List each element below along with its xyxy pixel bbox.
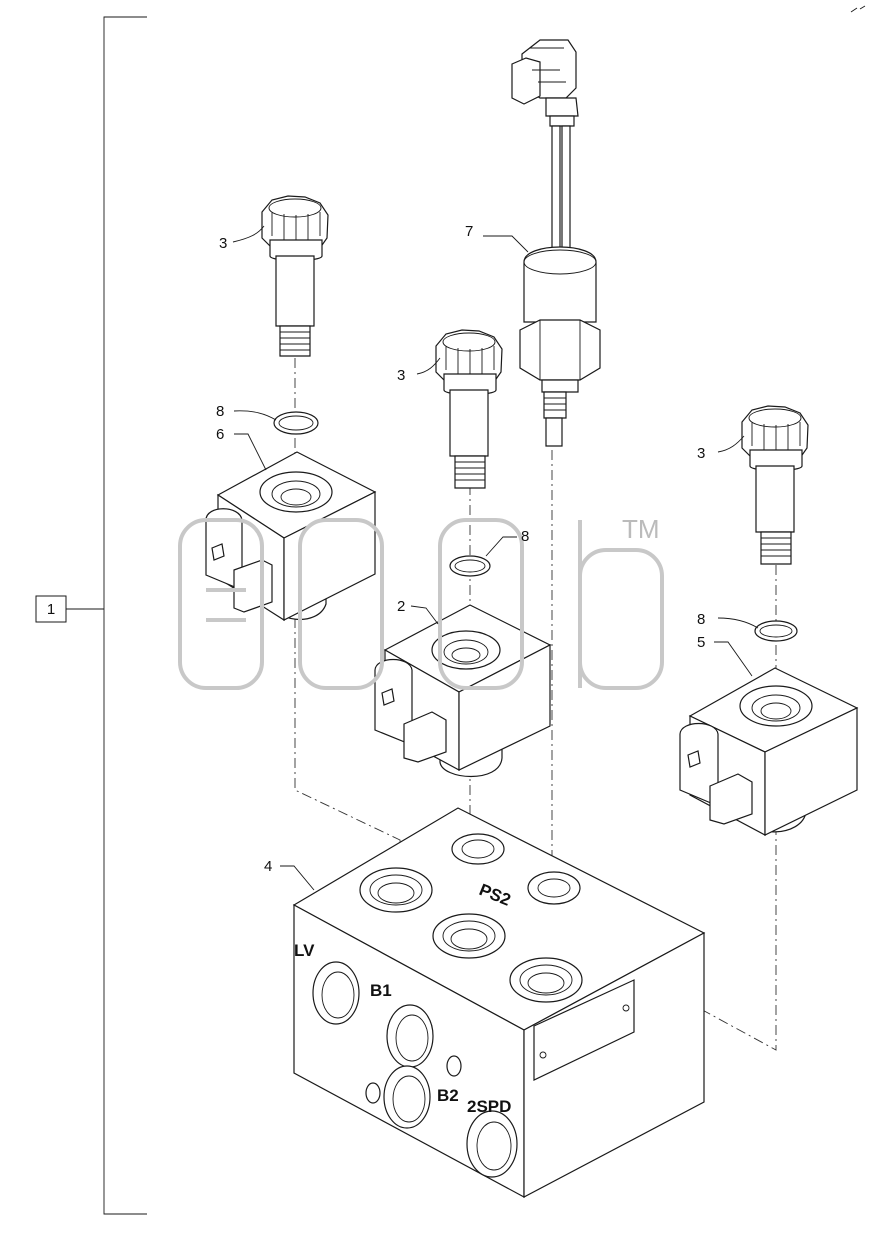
callout-4: 4: [264, 858, 272, 875]
manifold-block: LV B1 B2 2SPD PS2: [292, 807, 706, 1199]
callout-8-right: 8: [697, 611, 705, 628]
leader-lines: [232, 225, 759, 891]
callout-7: 7: [465, 223, 473, 240]
callout-3-left: 3: [219, 235, 227, 252]
callout-8-left: 8: [216, 403, 224, 420]
port-mark-b2: B2: [437, 1086, 459, 1105]
callout-3-right: 3: [697, 445, 705, 462]
corner-mark: [850, 5, 866, 13]
callout-2: 2: [397, 598, 405, 615]
pressure-switch: [511, 39, 601, 447]
solenoid-coil-5: [679, 667, 859, 836]
trademark-mark: TM: [622, 514, 660, 544]
o-rings: [273, 411, 798, 642]
assembly-number: 1: [47, 601, 55, 618]
solenoid-coil-6: [205, 451, 377, 622]
port-mark-2spd: 2SPD: [467, 1097, 511, 1116]
solenoid-coil-2: [374, 604, 552, 777]
watermark: TM: [178, 514, 664, 690]
callouts: 3 3 3 7 8 6 8 2 8 5 4: [216, 223, 705, 875]
cartridge-valve-left: [261, 195, 329, 357]
callout-8-middle: 8: [521, 528, 529, 545]
cartridge-valve-middle: [435, 329, 503, 489]
callout-3-middle: 3: [397, 367, 405, 384]
port-mark-b1: B1: [370, 981, 392, 1000]
assembly-number-box: [35, 595, 67, 623]
callout-6: 6: [216, 426, 224, 443]
callout-5: 5: [697, 634, 705, 651]
port-mark-lv: LV: [294, 941, 315, 960]
cartridge-valve-right: [741, 405, 809, 565]
assembly-bracket: 1: [35, 16, 147, 1215]
